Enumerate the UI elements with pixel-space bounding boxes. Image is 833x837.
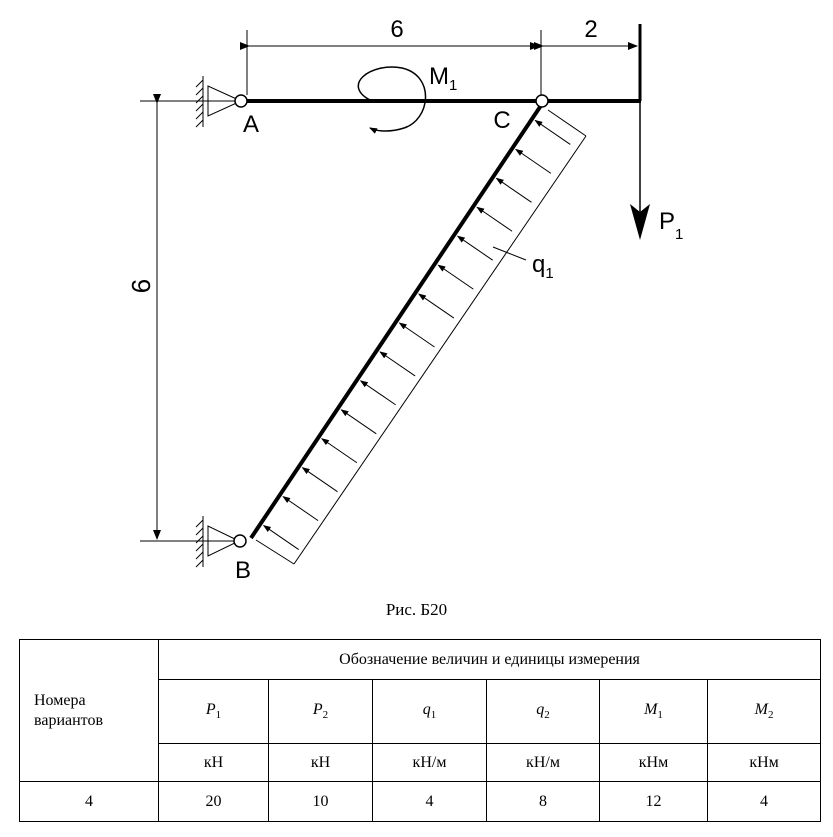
load-arrow: [359, 380, 396, 406]
pin-support-a: [195, 76, 243, 128]
symbol-cell: q1: [372, 679, 487, 744]
load-arrow: [534, 119, 571, 145]
load-arrow: [379, 351, 416, 377]
unit-cell: кН/м: [486, 743, 600, 782]
load-arrow: [515, 148, 552, 174]
load-arrow: [282, 496, 319, 522]
load-arrow: [301, 467, 338, 493]
load-arrow: [456, 235, 493, 261]
value-cell: 4: [706, 781, 822, 822]
unit-cell: кН: [268, 743, 373, 782]
force-arrow-p1: [630, 101, 650, 240]
unit-cell: кНм: [706, 743, 822, 782]
value-cell: 12: [599, 781, 708, 822]
variant-header-line-2: вариантов: [34, 711, 104, 729]
symbol-cell: P2: [268, 679, 373, 744]
unit-cell: кН/м: [372, 743, 487, 782]
dimension-top: [240, 30, 638, 95]
value-cell: 4: [372, 781, 487, 822]
load-arrow: [437, 264, 474, 290]
group-header: Обозначение величин и единицы измерения: [157, 639, 822, 680]
dimension-label-6: 6: [390, 16, 403, 43]
dimension-label-2: 2: [584, 16, 597, 43]
dimension-vertical: [140, 94, 240, 542]
point-label-b: B: [235, 557, 251, 584]
figure-caption: Рис. Б20: [385, 600, 448, 619]
value-cell: 10: [268, 781, 373, 822]
value-cell: 20: [158, 781, 269, 822]
symbol-cell: q2: [486, 679, 600, 744]
value-cell: 8: [486, 781, 600, 822]
distributed-load-q1: [255, 109, 587, 565]
moment-arrow-m1: [357, 66, 427, 134]
point-label-c: C: [493, 107, 510, 134]
moment-label-m1: M1: [429, 63, 457, 94]
load-leader-line: [492, 246, 527, 261]
load-arrow: [398, 322, 435, 348]
unit-cell: кНм: [599, 743, 708, 782]
hinge-c: [535, 94, 549, 108]
symbol-cell: P1: [158, 679, 269, 744]
load-arrow: [321, 438, 358, 464]
unit-cell: кН: [158, 743, 269, 782]
variant-header-line-1: Номера: [34, 691, 86, 709]
load-arrow: [418, 293, 455, 319]
parameters-table: Номера вариантов Обозначение величин и е…: [19, 639, 822, 822]
load-arrow: [476, 206, 513, 232]
beam-diagonal: [249, 102, 544, 540]
hinge-b: [233, 534, 247, 548]
variant-header-cell: Номера вариантов: [19, 639, 159, 782]
structural-diagram: 6 2 9 q1 A: [126, 16, 683, 584]
dimension-label-9: 9: [126, 279, 156, 293]
force-label-p1: P1: [659, 208, 683, 243]
pin-support-b: [195, 516, 241, 568]
symbol-cell: M1: [599, 679, 708, 744]
hinge-a: [234, 94, 248, 108]
symbol-cell: M2: [706, 679, 822, 744]
table-row: 4 20 10 4 8 12 4: [19, 781, 822, 822]
load-arrow: [262, 524, 299, 550]
load-arrow: [340, 409, 377, 435]
load-arrow: [495, 177, 532, 203]
variant-number: 4: [19, 781, 159, 822]
load-label-q1: q1: [532, 251, 554, 282]
point-label-a: A: [243, 111, 259, 138]
